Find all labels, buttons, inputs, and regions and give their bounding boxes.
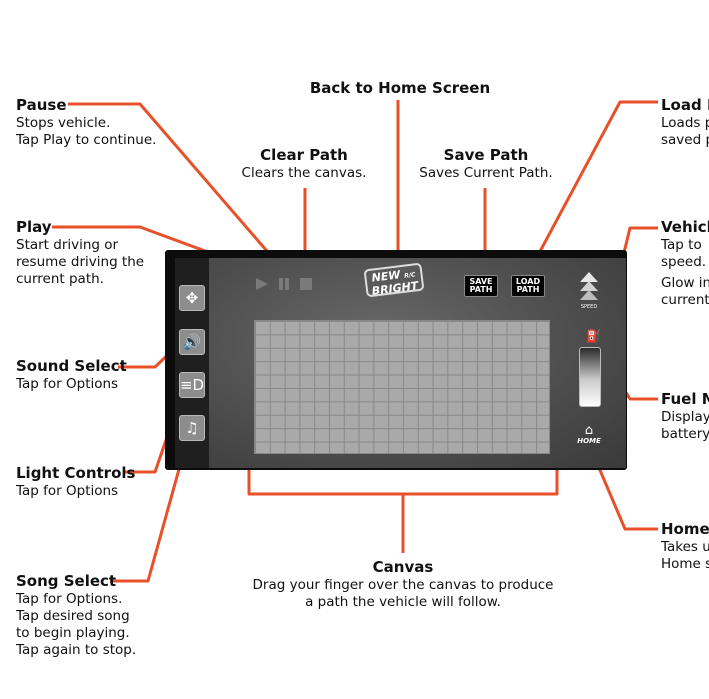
callout-desc: to begin playing. bbox=[16, 625, 130, 641]
load-path-button[interactable]: LOAD PATH bbox=[511, 275, 545, 297]
callout-desc: a path the vehicle will follow. bbox=[305, 594, 501, 610]
callout-desc: speed. bbox=[661, 254, 707, 270]
home-label: HOME bbox=[577, 437, 601, 445]
load-label-1: LOAD bbox=[515, 277, 541, 286]
fuel-meter bbox=[579, 347, 601, 407]
callout-pause: Pause Stops vehicle. Tap Play to continu… bbox=[16, 96, 156, 149]
callout-desc: current path. bbox=[16, 271, 104, 287]
playback-controls bbox=[256, 278, 312, 290]
callout-play: Play Start driving or resume driving the… bbox=[16, 218, 144, 288]
callout-desc: Saves Current Path. bbox=[419, 165, 553, 181]
callout-title: Clear Path bbox=[260, 146, 348, 164]
callout-title: Sound Select bbox=[16, 357, 127, 375]
play-icon[interactable] bbox=[256, 278, 268, 290]
callout-desc: Tap Play to continue. bbox=[16, 132, 157, 148]
callout-desc: Takes u bbox=[661, 539, 709, 555]
callout-title: Canvas bbox=[372, 558, 434, 576]
fuel-pump-icon: ⛽ bbox=[586, 329, 601, 343]
speaker-icon[interactable]: 🔊 bbox=[179, 329, 205, 355]
load-label-2: PATH bbox=[516, 285, 540, 294]
callout-save: Save Path Saves Current Path. bbox=[413, 146, 559, 182]
speed-label: SPEED bbox=[581, 304, 598, 310]
save-label-2: PATH bbox=[469, 285, 493, 294]
callout-desc: Loads p bbox=[661, 115, 709, 131]
speed-low-arrow-icon bbox=[580, 290, 598, 300]
callout-desc: Glow in bbox=[661, 275, 709, 291]
callout-desc: Display bbox=[661, 409, 709, 425]
path-canvas[interactable] bbox=[254, 320, 550, 454]
callout-desc: Tap for Options. bbox=[16, 591, 123, 607]
stop-icon[interactable] bbox=[300, 278, 312, 290]
home-button[interactable]: ⌂ HOME bbox=[576, 424, 602, 448]
callout-song: Song Select Tap for Options. Tap desired… bbox=[16, 572, 136, 659]
leader-load bbox=[527, 100, 658, 273]
callout-title: Load P bbox=[661, 96, 709, 114]
home-icon: ⌂ bbox=[584, 423, 594, 438]
callout-home: Home Takes u Home s bbox=[661, 520, 709, 573]
callout-load: Load P Loads p saved p bbox=[661, 96, 709, 149]
vehicle-speed-control[interactable]: SPEED bbox=[578, 270, 600, 310]
speed-mid-arrow-icon bbox=[580, 281, 598, 291]
callout-desc: Tap again to stop. bbox=[16, 642, 137, 658]
callout-sound: Sound Select Tap for Options bbox=[16, 357, 127, 393]
move-arrows-icon[interactable]: ✥ bbox=[179, 285, 205, 311]
callout-fuel: Fuel M Display battery bbox=[661, 390, 709, 443]
pause-icon-bar bbox=[285, 278, 289, 290]
callout-desc: Start driving or bbox=[16, 237, 119, 253]
callout-title: Home bbox=[661, 520, 709, 538]
callout-desc: current bbox=[661, 292, 709, 308]
leader-song bbox=[110, 425, 193, 583]
music-note-icon[interactable]: ♫ bbox=[179, 415, 205, 441]
callout-desc: Tap for Options bbox=[16, 376, 119, 392]
leader-home bbox=[589, 448, 658, 531]
headlight-icon[interactable]: ≡D bbox=[179, 372, 205, 398]
callout-desc: Home s bbox=[661, 556, 709, 572]
callout-desc: resume driving the bbox=[16, 254, 145, 270]
callout-desc: Clears the canvas. bbox=[241, 165, 367, 181]
callout-desc: Drag your finger over the canvas to prod… bbox=[252, 577, 554, 593]
callout-title: Back to Home Screen bbox=[309, 79, 491, 97]
callout-back: Back to Home Screen bbox=[308, 79, 492, 98]
callout-title: Light Controls bbox=[16, 464, 136, 482]
callout-desc: battery bbox=[661, 426, 709, 442]
callout-light: Light Controls Tap for Options bbox=[16, 464, 135, 500]
save-label-1: SAVE bbox=[469, 277, 493, 286]
callout-canvas: Canvas Drag your finger over the canvas … bbox=[236, 558, 570, 611]
callout-title: Fuel M bbox=[661, 390, 709, 408]
speed-up-arrow-icon bbox=[580, 272, 598, 282]
callout-vehicle: Vehicle Tap to speed. Glow in current bbox=[661, 218, 709, 309]
callout-title: Vehicle bbox=[661, 218, 709, 236]
callout-desc: Tap for Options bbox=[16, 483, 119, 499]
callout-desc: saved p bbox=[661, 132, 709, 148]
callout-desc: Tap to bbox=[661, 237, 702, 253]
pause-icon[interactable] bbox=[279, 278, 283, 290]
callout-title: Pause bbox=[16, 96, 67, 114]
logo-small: R/C bbox=[403, 271, 416, 280]
callout-clear: Clear Path Clears the canvas. bbox=[234, 146, 374, 182]
brand-logo[interactable]: NEW R/C BRIGHT bbox=[363, 262, 425, 298]
callout-desc: Tap desired song bbox=[16, 608, 130, 624]
save-path-button[interactable]: SAVE PATH bbox=[464, 275, 498, 297]
callout-title: Save Path bbox=[443, 146, 529, 164]
callout-title: Song Select bbox=[16, 572, 117, 590]
callout-desc: Stops vehicle. bbox=[16, 115, 111, 131]
callout-title: Play bbox=[16, 218, 52, 236]
leader-pause bbox=[68, 102, 287, 273]
